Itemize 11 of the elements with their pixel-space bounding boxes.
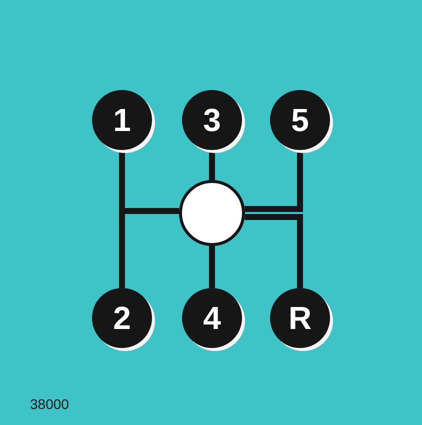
gear-number: 2 — [113, 302, 131, 334]
gear-number: 4 — [203, 302, 221, 334]
gear-number: 3 — [203, 104, 221, 136]
shift-track-line — [244, 214, 303, 288]
reference-number: 38000 — [30, 396, 69, 412]
gear-number: R — [288, 302, 312, 334]
shift-track-line — [209, 246, 215, 288]
gear-number: 1 — [113, 104, 131, 136]
gear-number: 5 — [291, 104, 309, 136]
shift-track-line — [244, 150, 303, 212]
shift-track-line — [209, 150, 215, 180]
